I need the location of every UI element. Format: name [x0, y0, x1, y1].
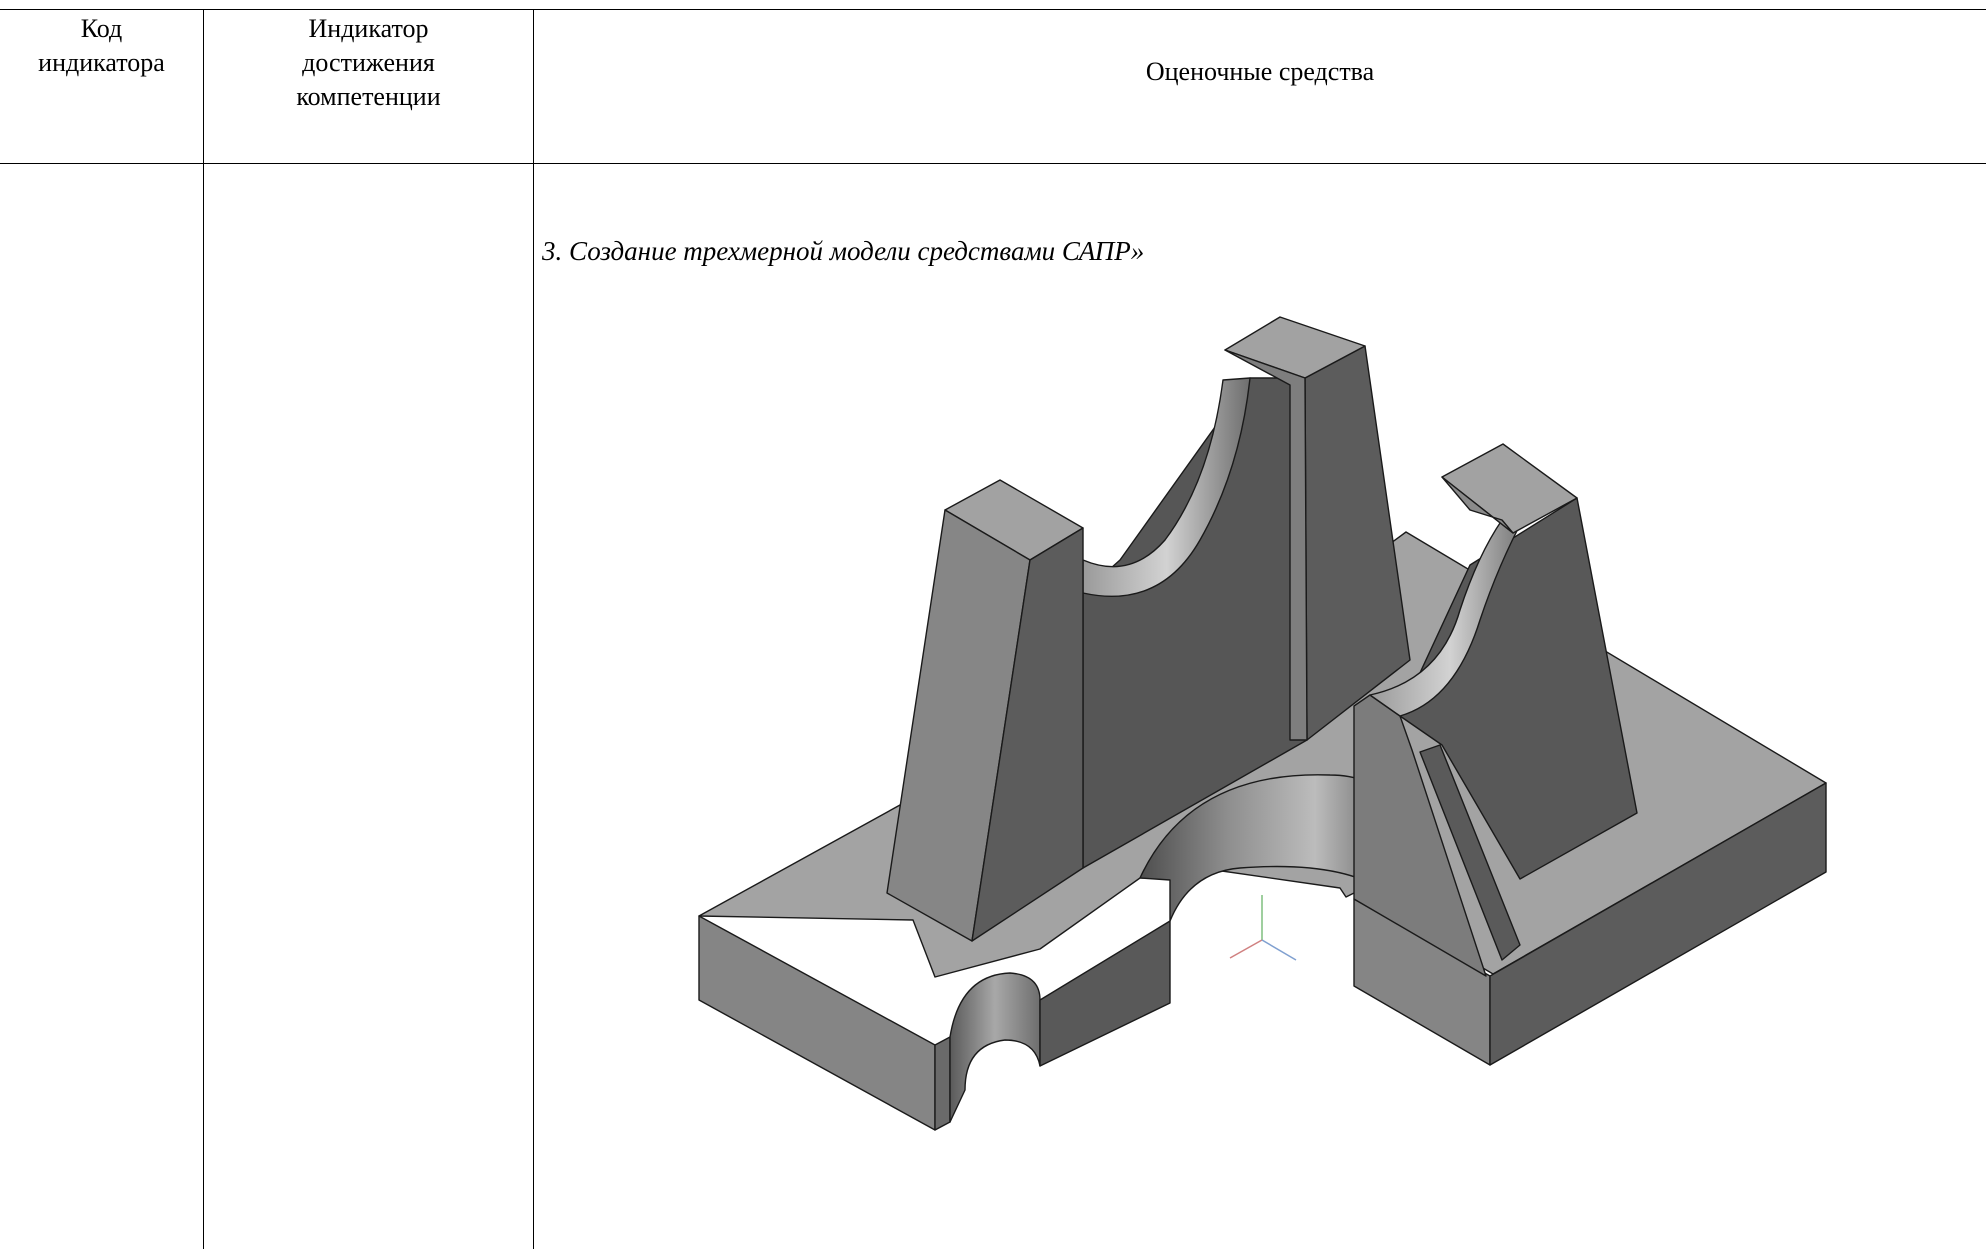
right-tower-inner-slot	[1419, 744, 1521, 961]
small-hole-face	[949, 972, 1041, 1123]
base-front-small-face	[934, 1036, 951, 1131]
axis-x-mark	[1229, 939, 1263, 959]
header-indicator-line-3: компетенции	[296, 82, 441, 111]
center-arc-face	[1082, 377, 1251, 597]
left-tower-right-face	[971, 527, 1084, 942]
header-indicator-code: Код индикатора	[0, 12, 203, 80]
model-geometry	[698, 316, 1827, 1131]
header-assessment-tools: Оценочные средства	[534, 55, 1986, 89]
base-right-face	[1489, 782, 1827, 1066]
axis-z-mark	[1261, 939, 1297, 961]
base-side-face-mid	[1039, 920, 1171, 1067]
header-competence-indicator: Индикатор достижения компетенции	[204, 12, 533, 114]
header-assessment-label: Оценочные средства	[1145, 57, 1375, 86]
column-divider-1	[203, 9, 204, 1249]
header-code-line-2: индикатора	[38, 48, 165, 77]
right-tower-back-face	[1399, 497, 1638, 880]
table-top-border	[0, 9, 1986, 10]
header-code-line-1: Код	[80, 14, 123, 43]
table-header-bottom-border	[0, 163, 1986, 164]
task-title: 3. Создание трехмерной модели средствами…	[542, 236, 1145, 266]
header-indicator-line-1: Индикатор	[308, 14, 429, 43]
base-front-left-face	[698, 915, 936, 1131]
header-indicator-line-2: достижения	[302, 48, 435, 77]
right-tower-top-side	[1441, 476, 1514, 534]
center-tower-left-face	[1224, 349, 1308, 741]
column-divider-2	[533, 9, 534, 1249]
